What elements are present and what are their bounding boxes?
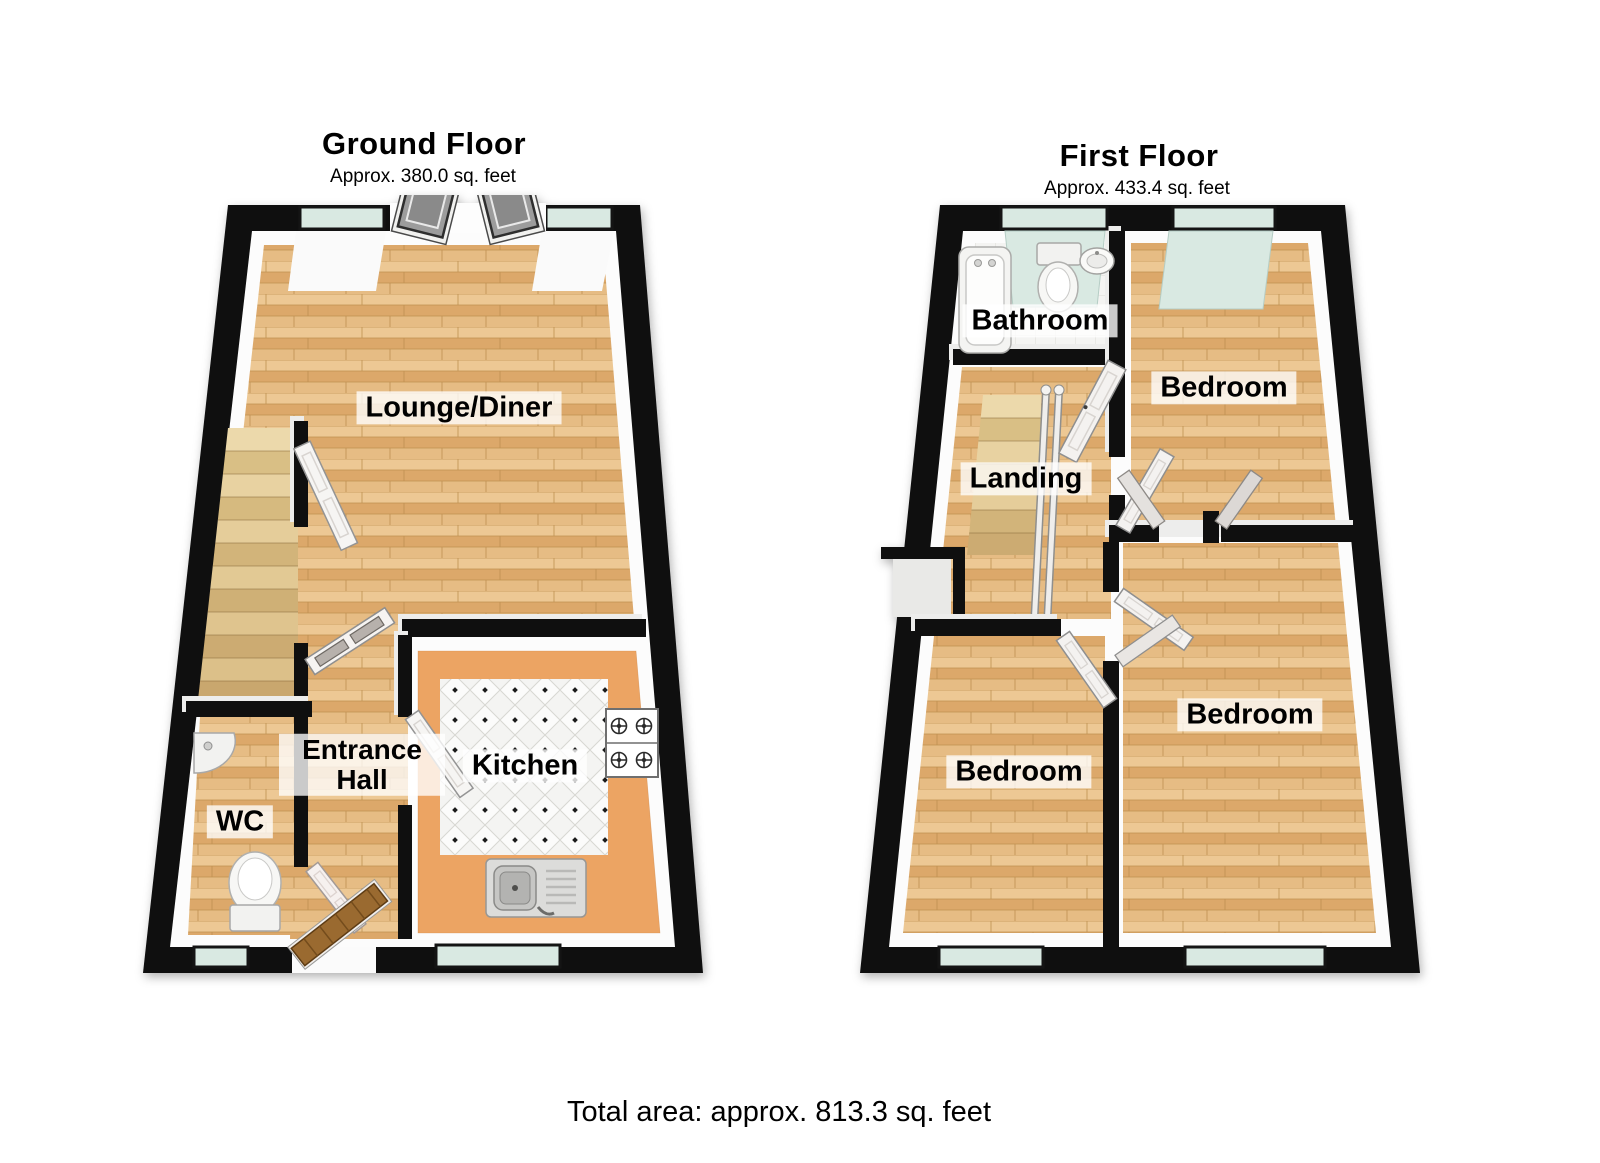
- wc-toilet: [228, 851, 282, 932]
- label-entrance-hall: Entrance Hall: [279, 733, 445, 797]
- lounge-door: [292, 440, 359, 552]
- hall-glazed-door: [304, 606, 396, 676]
- label-landing: Landing: [960, 462, 1092, 496]
- label-bathroom: Bathroom: [962, 304, 1118, 338]
- label-wc: WC: [206, 805, 274, 839]
- banister: [1030, 384, 1065, 628]
- total-area-text: Total area: approx. 813.3 sq. feet: [567, 1096, 991, 1128]
- bedroom-front-left-door: [1055, 630, 1118, 709]
- label-kitchen: Kitchen: [462, 749, 588, 783]
- ground-floor-area: Approx. 380.0 sq. feet: [330, 166, 516, 187]
- first-floor-area: Approx. 433.4 sq. feet: [1044, 178, 1230, 199]
- ground-floor-plan: [143, 195, 703, 973]
- landing-cupboard: [881, 547, 965, 631]
- landing-stairs: [967, 384, 1065, 628]
- cupboard-door-right: [1214, 469, 1264, 530]
- ground-floor-title: Ground Floor: [321, 126, 527, 161]
- french-door-left-leaf: [390, 195, 475, 246]
- bathroom-toilet: [1036, 242, 1082, 313]
- bathroom-door: [1057, 359, 1127, 464]
- kitchen-hob: [605, 708, 659, 778]
- label-bedroom-front-left: Bedroom: [946, 755, 1092, 789]
- bedroom-rear-door: [1115, 447, 1175, 535]
- lounge-window-right: [532, 205, 614, 291]
- lounge-window-left: [288, 205, 386, 291]
- staircase: [198, 428, 298, 700]
- bedroom-front-right-door-a: [1113, 587, 1195, 652]
- label-bedroom-front-right: Bedroom: [1177, 698, 1323, 732]
- wc-corner-basin: [193, 732, 237, 774]
- french-door-right-leaf: [461, 195, 546, 246]
- french-doors: [390, 195, 546, 246]
- lounge-diner-floor: [221, 245, 635, 631]
- kitchen-sink: [485, 858, 587, 918]
- wc-window: [192, 945, 250, 969]
- bedroom-rear-window: [1158, 205, 1277, 310]
- front-door: [287, 878, 393, 970]
- label-bedroom-rear: Bedroom: [1151, 371, 1297, 405]
- bedroom-front-left-window: [937, 945, 1045, 969]
- cupboard-door-left: [1116, 469, 1166, 530]
- bathroom-sink: [1079, 247, 1115, 275]
- label-lounge-diner: Lounge/Diner: [356, 391, 562, 425]
- first-floor-title: First Floor: [1059, 138, 1219, 173]
- bedroom-front-right-window: [1183, 945, 1327, 969]
- first-floor-plan: [860, 205, 1420, 973]
- bedroom-front-right-floor: [1123, 543, 1376, 933]
- bedroom-front-right-door-b: [1114, 614, 1182, 668]
- kitchen-window: [434, 943, 562, 969]
